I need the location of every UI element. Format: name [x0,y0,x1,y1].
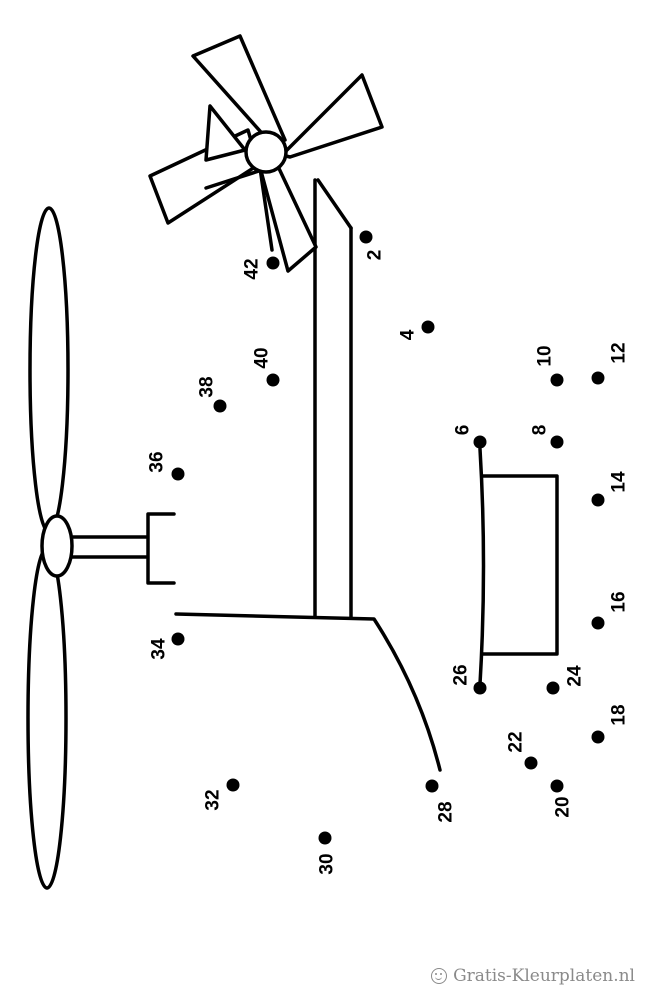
rotor-mast [70,512,176,585]
dot-8 [550,435,564,449]
dot-number-14: 14 [609,471,630,493]
dot-22 [524,756,538,770]
dot-20 [550,779,564,793]
dot-number-2: 2 [365,250,386,261]
dot-number-30: 30 [317,853,338,874]
dot-number-24: 24 [565,665,586,687]
dot-26 [473,681,487,695]
dot-4 [421,320,435,334]
dot-42 [266,256,280,270]
dot-36 [171,467,185,481]
dot-6 [473,435,487,449]
dot-number-40: 40 [252,347,273,368]
dot-number-32: 32 [203,789,224,810]
dot-number-8: 8 [530,425,551,436]
dot-32 [226,778,240,792]
dot-number-36: 36 [147,451,168,472]
dot-14 [591,493,605,507]
tail-boom [174,178,442,772]
dot-18 [591,730,605,744]
dot-12 [591,371,605,385]
site-credit-text: Gratis-Kleurplaten.nl [453,966,635,986]
dot-number-12: 12 [609,342,630,363]
dot-number-4: 4 [398,329,419,340]
dot-38 [213,399,227,413]
dot-number-34: 34 [149,638,170,660]
dot-28 [425,779,439,793]
dot-24 [546,681,560,695]
dot-30 [318,831,332,845]
dot-number-6: 6 [453,425,474,436]
smiley-icon [431,968,448,984]
dot-10 [550,373,564,387]
dot-number-10: 10 [535,345,556,366]
dot-34 [171,632,185,646]
dot-number-20: 20 [553,796,574,817]
dot-number-28: 28 [436,801,457,822]
tail-rotor [148,34,384,273]
dot-16 [591,616,605,630]
dot-40 [266,373,280,387]
site-credit: Gratis-Kleurplaten.nl [431,966,635,986]
dot-number-26: 26 [451,664,472,685]
landing-skid [478,447,559,686]
dot-number-18: 18 [609,704,630,725]
dot-2 [359,230,373,244]
main-rotor [26,206,74,890]
dot-number-16: 16 [609,591,630,612]
dot-number-22: 22 [506,731,527,752]
dot-number-42: 42 [242,258,263,279]
dot-number-38: 38 [197,376,218,397]
